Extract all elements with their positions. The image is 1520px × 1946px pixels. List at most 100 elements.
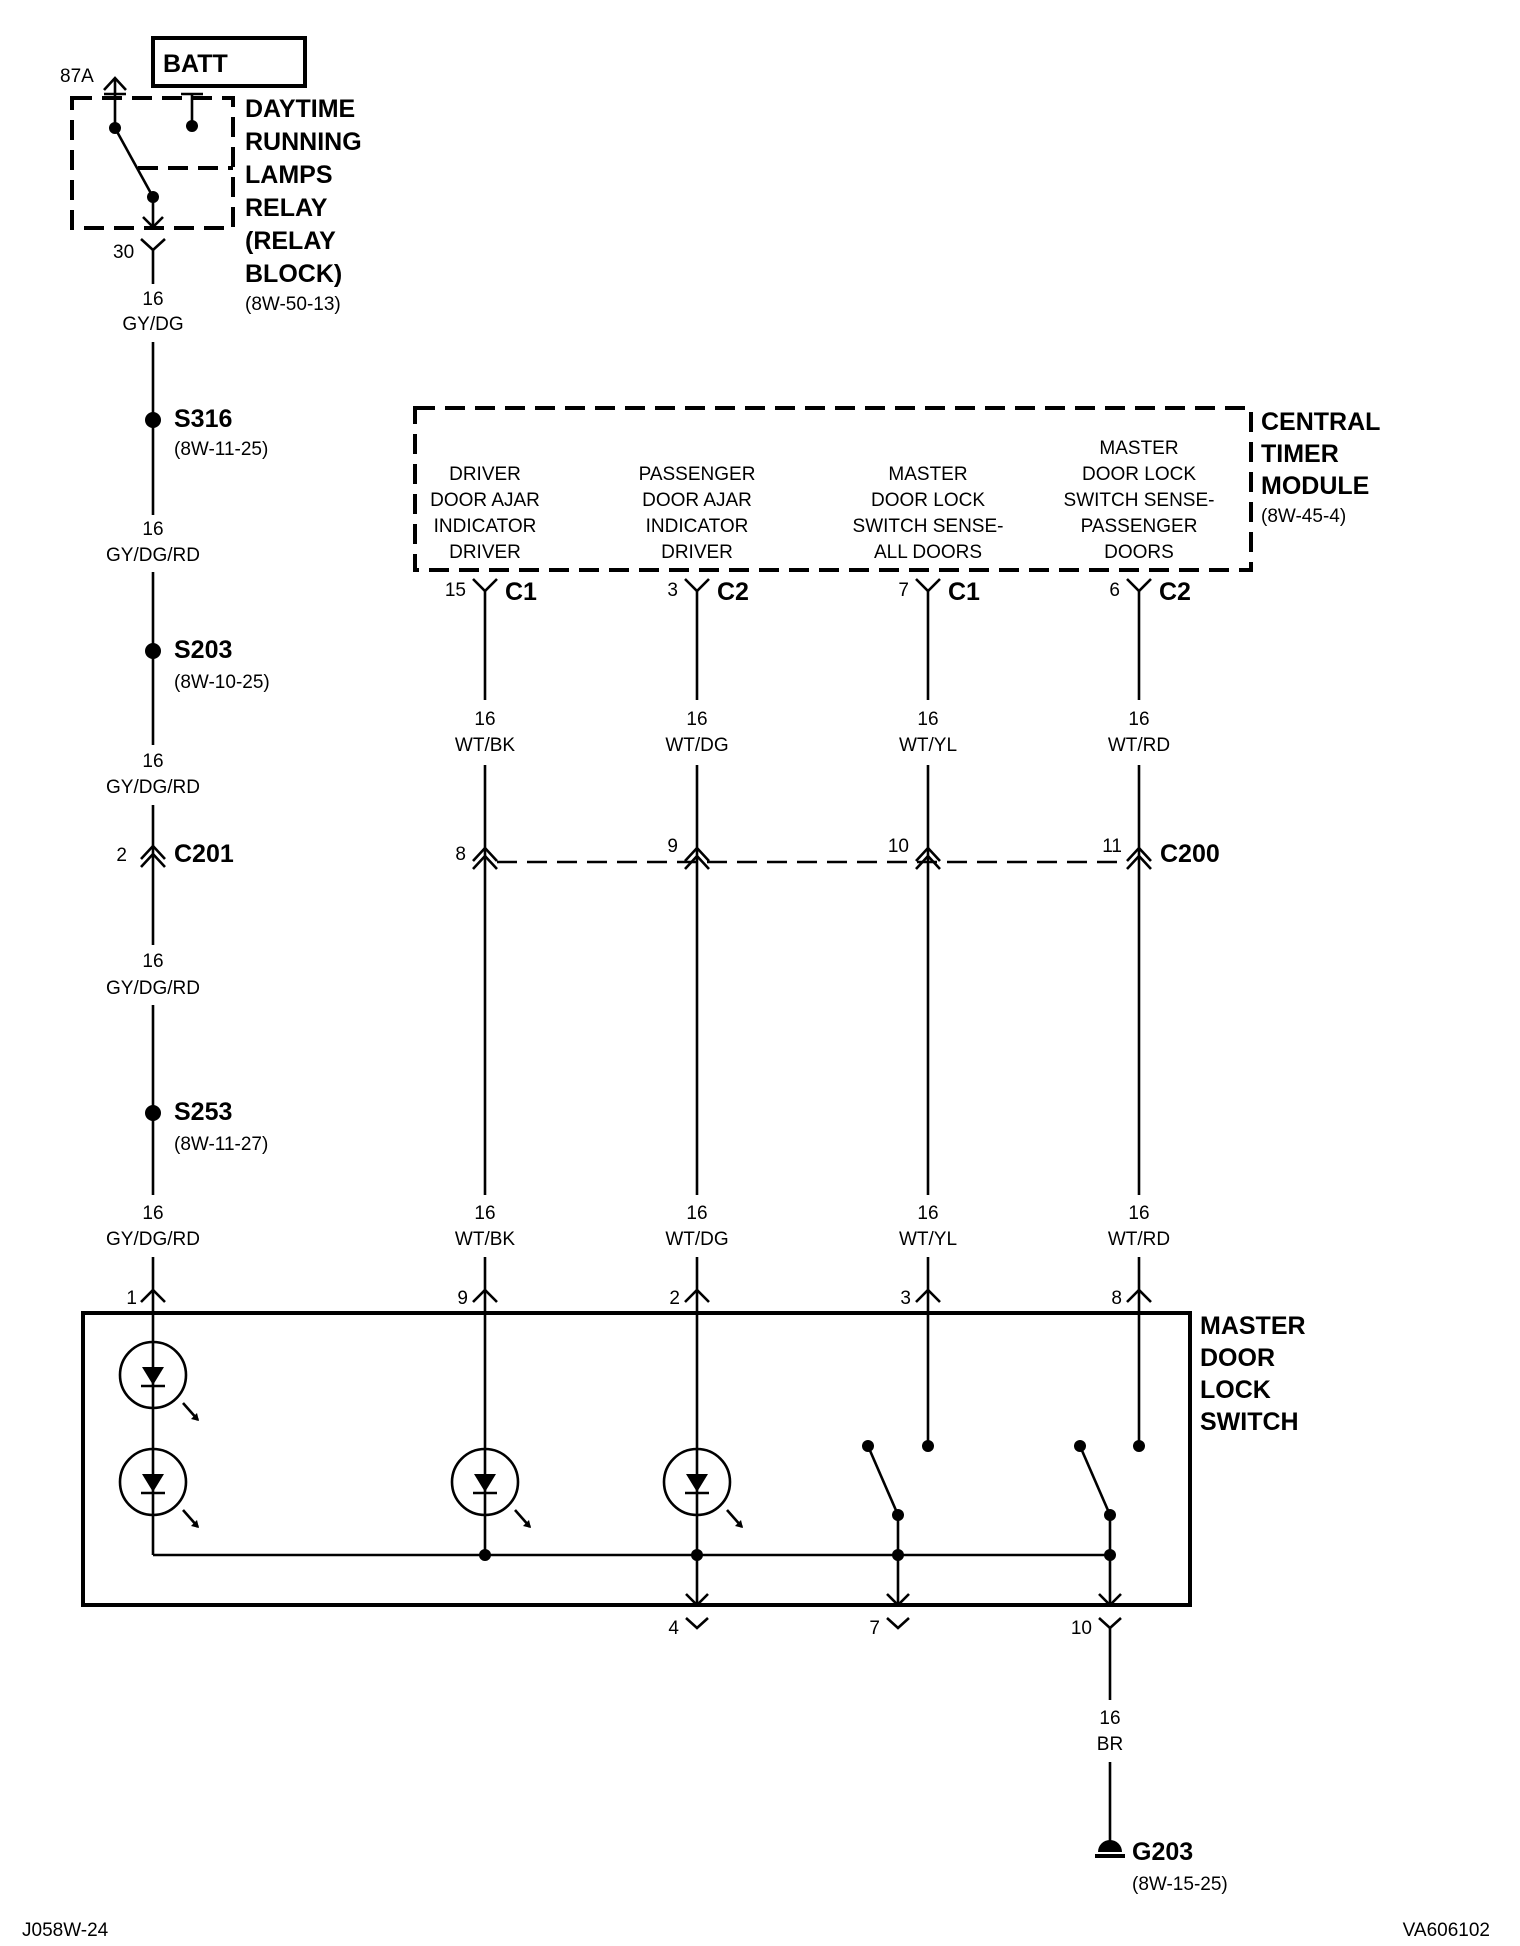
seg4-color: GY/DG/RD (106, 978, 200, 999)
wire3-color-bottom: WT/YL (899, 1229, 957, 1250)
ctm-circuit-4-line-5: DOORS (1104, 542, 1174, 563)
relay-name-4: RELAY (245, 194, 328, 222)
daytime-running-lamps-relay: BATT 87A 30 DAYTIME RUNNING LAMPS RELAY … (60, 36, 362, 315)
switch-pin-9: 9 (457, 1288, 468, 1309)
switch-name-1: MASTER (1200, 1312, 1306, 1340)
ctm-circuit-1-line-3: INDICATOR (434, 516, 537, 537)
relay-name-3: LAMPS (245, 161, 333, 189)
switch-pin-2: 2 (669, 1288, 680, 1309)
ctm-circuit-3-line-1: MASTER (888, 464, 967, 485)
c200-pin-10: 10 (888, 836, 909, 857)
indicator-led-2 (118, 1447, 199, 1528)
seg1-color: GY/DG (122, 314, 183, 335)
seg5-color: GY/DG/RD (106, 1229, 200, 1250)
ctm-circuit-3-line-2: DOOR LOCK (871, 490, 985, 511)
seg5-gauge: 16 (142, 1203, 163, 1224)
wire2-color-bottom: WT/DG (665, 1229, 728, 1250)
indicator-led-3 (450, 1447, 531, 1528)
wire4-color-top: WT/RD (1108, 735, 1170, 756)
c200-pin-9: 9 (667, 836, 678, 857)
ctm-pin-6: 6 (1109, 580, 1120, 601)
indicator-led-1 (118, 1340, 199, 1421)
ctm-name-2: TIMER (1261, 440, 1339, 468)
ctm-name-3: MODULE (1261, 472, 1369, 500)
c200-pin-8: 8 (455, 844, 466, 865)
switch-name-3: LOCK (1200, 1376, 1271, 1404)
wire4-gauge-bottom: 16 (1128, 1203, 1149, 1224)
seg1-gauge: 16 (142, 289, 163, 310)
ctm-circuit-2-line-2: DOOR AJAR (642, 490, 752, 511)
seg2-color: GY/DG/RD (106, 545, 200, 566)
ctm-conn-c1-b: C1 (948, 578, 980, 606)
wire4-gauge-top: 16 (1128, 709, 1149, 730)
relay-name-2: RUNNING (245, 128, 362, 156)
wire1-gauge-top: 16 (474, 709, 495, 730)
ctm-conn-c2-a: C2 (717, 578, 749, 606)
ctm-circuit-4-line-4: PASSENGER (1081, 516, 1198, 537)
ctm-pin-3: 3 (667, 580, 678, 601)
ctm-circuit-4-line-2: DOOR LOCK (1082, 464, 1196, 485)
splice-s203: S203 (174, 636, 232, 664)
footer-right-code: VA606102 (1403, 1920, 1490, 1941)
ground-g203: G203 (1132, 1838, 1193, 1866)
splice-s203-ref: (8W-10-25) (174, 672, 270, 693)
c200-pin-11: 11 (1102, 836, 1122, 857)
switch-pin-1: 1 (126, 1288, 137, 1309)
ctm-conn-c2-b: C2 (1159, 578, 1191, 606)
wire1-color-top: WT/BK (455, 735, 515, 756)
left-circuit: 16 GY/DG S316 (8W-11-25) 16 GY/DG/RD S20… (106, 250, 270, 1312)
batt-box (151, 36, 307, 88)
ctm-circuit-3-line-4: ALL DOORS (874, 542, 982, 563)
seg3-gauge: 16 (142, 751, 163, 772)
splice-s253: S253 (174, 1098, 232, 1126)
relay-name-5: (RELAY (245, 227, 336, 255)
switch-pin-7: 7 (869, 1618, 880, 1639)
switch-pin-4: 4 (668, 1618, 679, 1639)
ground-wire-color: BR (1097, 1734, 1123, 1755)
ctm-connectors: 15 C1 3 C2 7 C1 6 C2 (445, 578, 1191, 606)
batt-label: BATT (163, 50, 228, 78)
splice-s316-ref: (8W-11-25) (174, 439, 268, 460)
ctm-circuit-3-line-3: SWITCH SENSE- (853, 516, 1004, 537)
splice-s203-dot (145, 643, 161, 659)
circuit-wires: 16 WT/BK 16 WT/DG 16 WT/YL 16 WT/RD 8 9 … (455, 591, 1220, 1312)
ctm-circuit-4-line-3: SWITCH SENSE- (1064, 490, 1215, 511)
splice-s253-ref: (8W-11-27) (174, 1134, 268, 1155)
connector-c201: C201 (174, 840, 234, 868)
ctm-circuit-4-line-1: MASTER (1099, 438, 1178, 459)
switch-pin-3: 3 (900, 1288, 911, 1309)
ctm-name-1: CENTRAL (1261, 408, 1380, 436)
wire2-gauge-bottom: 16 (686, 1203, 707, 1224)
wire1-color-bottom: WT/BK (455, 1229, 515, 1250)
central-timer-module: CENTRAL TIMER MODULE (8W-45-4) DRIVER DO… (413, 406, 1380, 572)
wire1-gauge-bottom: 16 (474, 1203, 495, 1224)
ctm-pin-7: 7 (898, 580, 909, 601)
seg2-gauge: 16 (142, 519, 163, 540)
ctm-circuit-2-line-3: INDICATOR (646, 516, 749, 537)
connector-c200: C200 (1160, 840, 1220, 868)
wire4-color-bottom: WT/RD (1108, 1229, 1170, 1250)
ground-ref: (8W-15-25) (1132, 1874, 1228, 1895)
splice-s253-dot (145, 1105, 161, 1121)
ground-circuit: 16 BR G203 (8W-15-25) (1095, 1628, 1228, 1895)
c201-pin: 2 (116, 845, 127, 866)
ctm-circuit-1-line-2: DOOR AJAR (430, 490, 540, 511)
switch-name-2: DOOR (1200, 1344, 1275, 1372)
relay-ref: (8W-50-13) (245, 294, 341, 315)
ctm-ref: (8W-45-4) (1261, 506, 1346, 527)
ctm-pin-15: 15 (445, 580, 466, 601)
relay-name-1: DAYTIME (245, 95, 355, 123)
ctm-circuit-2-line-4: DRIVER (661, 542, 733, 563)
switch-pin-10: 10 (1071, 1618, 1092, 1639)
wire3-gauge-bottom: 16 (917, 1203, 938, 1224)
ctm-circuit-1-line-4: DRIVER (449, 542, 521, 563)
indicator-led-4 (662, 1447, 743, 1528)
switch-body (81, 1311, 1192, 1607)
splice-s316-dot (145, 412, 161, 428)
wire3-gauge-top: 16 (917, 709, 938, 730)
wire3-color-top: WT/YL (899, 735, 957, 756)
seg3-color: GY/DG/RD (106, 777, 200, 798)
wire2-color-top: WT/DG (665, 735, 728, 756)
wire2-gauge-top: 16 (686, 709, 707, 730)
